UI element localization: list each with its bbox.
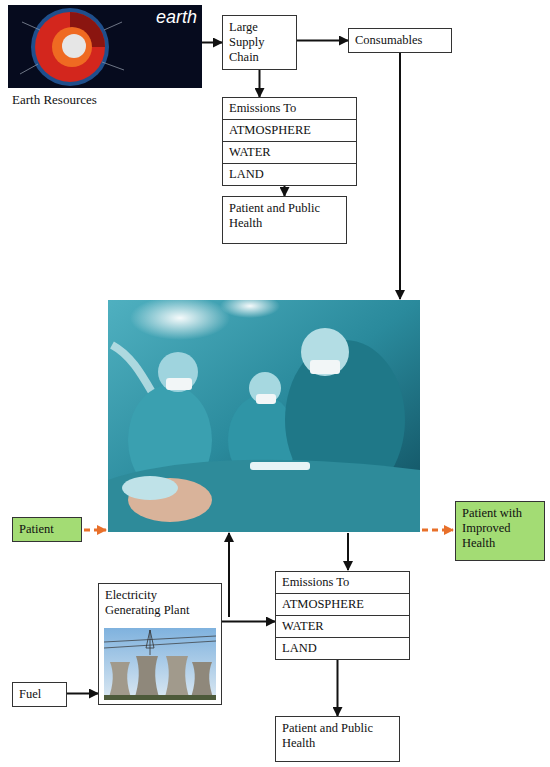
table-heading: Emissions To (223, 98, 356, 120)
power-plant-image (104, 628, 216, 700)
patient-flow-arrow (422, 529, 453, 532)
flow-arrow (67, 693, 98, 695)
process-box: Large Supply Chain (222, 15, 297, 70)
flow-arrow (202, 42, 222, 44)
process-box: Patient and Public Health (222, 196, 347, 244)
node-text: Patient and Public Health (229, 201, 340, 231)
node-text: Electricity Generating Plant (105, 588, 215, 618)
node-text: Large Supply Chain (229, 20, 290, 65)
table-cell: LAND (276, 638, 409, 659)
node-text: Patient (19, 522, 75, 537)
patient-box: Patient with Improved Health (455, 501, 545, 561)
earth-image (8, 5, 202, 88)
node-text: Consumables (355, 33, 445, 48)
flow-arrow (297, 40, 348, 42)
flow-arrow (228, 533, 230, 617)
plant-box: Electricity Generating Plant (98, 583, 222, 705)
table-cell: ATMOSPHERE (223, 120, 356, 142)
flow-arrow (284, 186, 286, 196)
image-label: earth (156, 7, 197, 28)
table-cell: LAND (223, 164, 356, 185)
process-box: Fuel (12, 682, 67, 707)
flow-arrow (259, 70, 261, 97)
node-text: Earth Resources (12, 92, 198, 108)
emissions-table: Emissions ToATMOSPHEREWATERLAND (222, 97, 357, 186)
emissions-table: Emissions ToATMOSPHEREWATERLAND (275, 571, 410, 660)
table-cell: WATER (223, 142, 356, 164)
patient-flow-arrow (84, 529, 106, 532)
flow-arrow (347, 533, 349, 570)
flow-arrow (222, 621, 275, 623)
flow-arrow (337, 660, 339, 716)
node-text: Patient with Improved Health (462, 506, 538, 551)
table-heading: Emissions To (276, 572, 409, 594)
table-cell: ATMOSPHERE (276, 594, 409, 616)
node-text: Patient and Public Health (282, 721, 393, 751)
process-box: Consumables (348, 28, 452, 53)
flow-arrow (399, 53, 401, 299)
process-box: Patient and Public Health (275, 716, 400, 762)
table-cell: WATER (276, 616, 409, 638)
surgery-photo (108, 294, 420, 532)
patient-box: Patient (12, 517, 82, 542)
node-text: Fuel (19, 687, 60, 702)
